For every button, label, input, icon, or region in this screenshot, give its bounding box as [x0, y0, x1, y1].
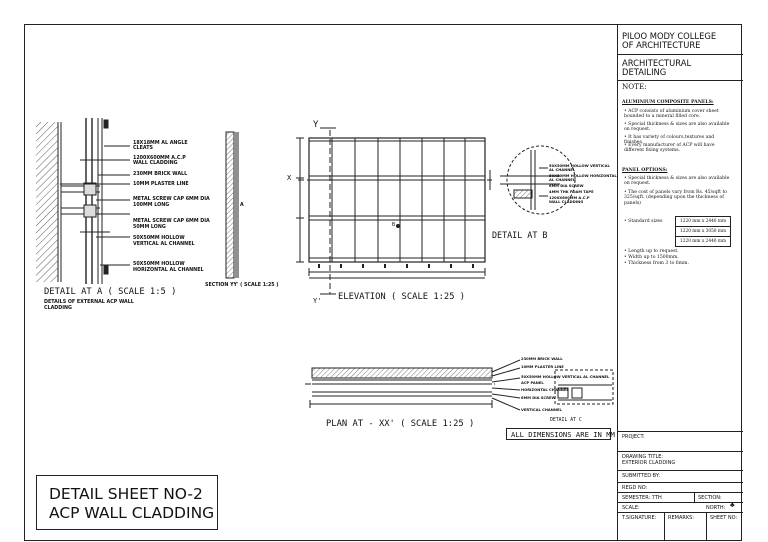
acp-heading: ALUMINIUM COMPOSITE PANELS:: [622, 100, 714, 105]
detail-a-section: [36, 118, 130, 284]
detail-b-title: DETAIL AT B: [492, 230, 548, 240]
detail-a-subtitle: CLADDING: [44, 306, 72, 311]
detail-b-label: WALL CLADDING: [549, 200, 584, 204]
regd-label: REGD NO:: [622, 485, 648, 491]
panel-bullet: • Standard sizes: [624, 219, 663, 224]
plan-label: 6MM DIA SCREW: [521, 396, 556, 400]
detail-a-label: WALL CLADDING: [133, 161, 178, 166]
plan-drawing: [305, 359, 614, 411]
extra-bullet: • Length up to request.: [624, 249, 679, 254]
acp-bullet: • ACP consists of aluminium cover sheet …: [624, 109, 719, 120]
extra-bullet: • Thickness from 3 to 6mm.: [624, 261, 689, 266]
sheet-title-line2: ACP WALL CLADDING: [49, 504, 215, 522]
detail-a-label: METAL SCREW CAP 6MM DIA: [133, 219, 210, 224]
standard-size: 1220 mm x 3050 mm: [676, 227, 731, 237]
section-marker: A: [240, 203, 244, 208]
detail-a-label: 18X18MM AL ANGLE: [133, 141, 188, 146]
detail-a-label: VERTICAL AL CHANNEL: [133, 242, 195, 247]
note-heading: NOTE:: [622, 82, 647, 91]
plan-label: VERTICAL CHANNEL: [521, 408, 562, 412]
section-yy: [225, 131, 239, 279]
elevation-marker-y: Y: [313, 120, 319, 130]
north-arrow-icon: ♣: [730, 502, 735, 509]
dimensions-note-box: ALL DIMENSIONS ARE IN MM: [506, 428, 615, 440]
detail-a-label: 100MM LONG: [133, 203, 170, 208]
detail-a-label: 10MM PLASTER LINE: [133, 182, 189, 187]
title-block: PILOO MODY COLLEGE OF ARCHITECTURE ARCHI…: [617, 24, 743, 541]
detail-b-label: AL CHANNEL: [549, 168, 576, 172]
detail-a-label: METAL SCREW CAP 6MM DIA: [133, 197, 210, 202]
dimensions-note: ALL DIMENSIONS ARE IN MM: [511, 430, 615, 439]
extra-bullet: • Width up to 1500mm.: [624, 255, 679, 260]
detail-c-title: DETAIL AT C: [550, 418, 582, 423]
semester-label: SEMESTER: 7TH: [622, 495, 662, 501]
drawing-frame: [24, 24, 742, 541]
subject-line1: ARCHITECTURAL: [622, 58, 692, 68]
panel-bullet: • Special thickness & sizes are also ava…: [624, 176, 730, 187]
drawing-title-value: EXTERIOR CLADDING: [622, 460, 676, 466]
detail-a-subtitle: DETAILS OF EXTERNAL ACP WALL: [44, 300, 134, 305]
college-name-line2: OF ARCHITECTURE: [622, 40, 701, 50]
sheet-no-label: SHEET NO:: [710, 515, 738, 521]
detail-a-label: 230MM BRICK WALL: [133, 172, 188, 177]
drawing-title-label: DRAWING TITLE:: [622, 454, 664, 460]
standard-size: 1220 mm x 2440 mm: [676, 217, 731, 227]
detail-b-label: 1200X600MM A.C.P: [549, 196, 590, 200]
remarks-label: REMARKS:: [668, 515, 694, 521]
detail-b-drawing: [489, 145, 576, 215]
acp-bullet: • Every manufacturer of ACP will have di…: [624, 143, 715, 154]
elevation-marker-b: B: [392, 222, 396, 228]
detail-b-label: 50X50MM HOLLOW VERTICAL: [549, 164, 610, 168]
detail-a-title: DETAIL AT A ( SCALE 1:5 ): [44, 287, 177, 297]
section-yy-title: SECTION YY' ( SCALE 1:25 ): [205, 283, 279, 288]
plan-label: 230MM BRICK WALL: [521, 357, 563, 361]
standard-size: 1220 mm x 2440 mm: [680, 239, 727, 244]
sheet-title-box: DETAIL SHEET NO-2 ACP WALL CLADDING: [36, 475, 218, 530]
project-label: PROJECT:: [622, 434, 645, 440]
north-label: NORTH:: [706, 505, 726, 511]
elevation-ticks: [318, 264, 474, 268]
college-name-line1: PILOO MODY COLLEGE: [622, 31, 717, 41]
elevation-grid: [296, 127, 492, 295]
plan-label: 10MM PLASTER LINE: [521, 365, 564, 369]
elevation-marker-x: X: [287, 174, 292, 182]
detail-b-label: 4MM THK FOAM TAPE: [549, 190, 594, 194]
panel-heading: PANEL OPTIONS:: [622, 168, 668, 173]
detail-a-label: 50MM LONG: [133, 225, 166, 230]
plan-label: 50X50MM HOLLOW VERTICAL AL CHANNEL: [521, 375, 610, 379]
detail-a-label: 50X50MM HOLLOW: [133, 236, 185, 241]
section-label: SECTION:: [698, 495, 722, 501]
plan-title: PLAN AT - XX' ( SCALE 1:25 ): [326, 419, 475, 429]
scale-label: SCALE:: [622, 505, 640, 511]
acp-bullet: • Special thickness & sizes are also ava…: [624, 122, 730, 133]
standard-sizes-box: 1220 mm x 2440 mm 1220 mm x 3050 mm 1220…: [675, 216, 732, 247]
acp-bullet: • It has variety of colours,textures and…: [624, 135, 715, 146]
panel-bullet: • The cost of panels vary from Rs. 45/sq…: [624, 190, 728, 206]
detail-a-label: 50X50MM HOLLOW: [133, 262, 185, 267]
signature-label: T.SIGNATURE:: [622, 515, 657, 521]
detail-a-label: HORIZONTAL AL CHANNEL: [133, 268, 204, 273]
detail-b-label: 50X50MM HOLLOW HORIZONTAL: [549, 174, 617, 178]
plan-label: ACP PANEL: [521, 381, 544, 385]
sheet-title-line1: DETAIL SHEET NO-2: [49, 485, 203, 503]
detail-a-label: CLEATS: [133, 146, 153, 151]
elevation-title: ELEVATION ( SCALE 1:25 ): [338, 292, 466, 302]
detail-b-label: AL CHANNEL: [549, 178, 576, 182]
plan-label: HORIZONTAL CHANNEL: [521, 388, 569, 392]
elevation-marker-y2: Y': [313, 297, 322, 305]
detail-b-label: 6MM DIA SCREW: [549, 184, 584, 188]
subject-line2: DETAILING: [622, 67, 667, 77]
submitted-label: SUBMITTED BY:: [622, 473, 660, 479]
detail-a-label: 1200X600MM A.C.P: [133, 156, 186, 161]
